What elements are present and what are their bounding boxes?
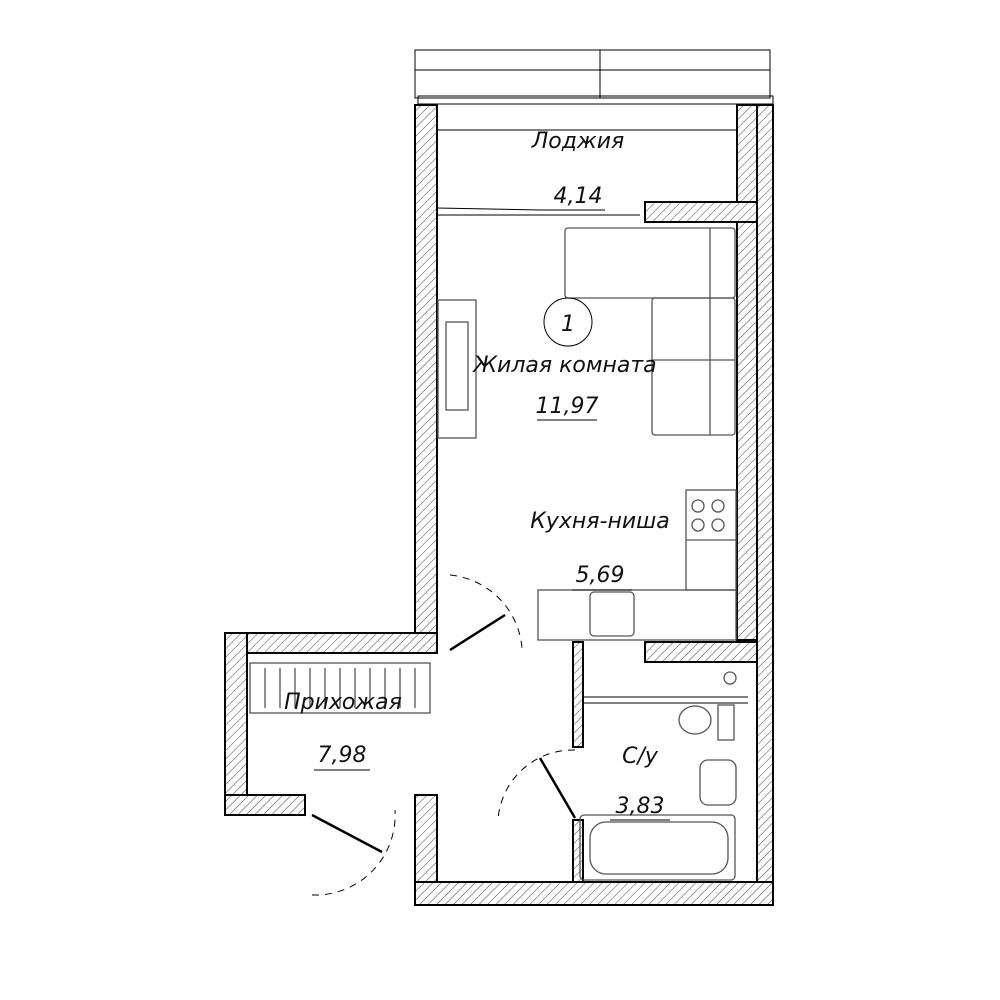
room-marker-number: 1 <box>561 312 575 337</box>
loggia-partition <box>644 201 758 223</box>
toilet-icon <box>678 705 712 735</box>
washbasin-icon <box>699 759 737 806</box>
hall-left-wall <box>224 632 248 816</box>
bath-door-leaf <box>538 757 577 819</box>
living-door-swing <box>449 574 523 649</box>
corner-sofa <box>564 227 736 436</box>
right-inner-wall <box>736 219 758 641</box>
bathtub-icon <box>579 814 736 881</box>
hall-bottom-wall-left <box>224 794 306 816</box>
riser-icon <box>723 671 737 685</box>
hall-top-wall <box>224 632 438 654</box>
room-marker-circle <box>543 297 593 347</box>
bath-door-swing <box>497 749 576 821</box>
loggia-name: Лоджия <box>531 129 625 154</box>
tv-unit <box>437 299 477 439</box>
sink-icon <box>589 591 635 637</box>
hall-area: 7,98 <box>318 743 367 768</box>
living-name: Жилая комната <box>471 353 656 378</box>
bathroom-fixtures <box>579 671 737 881</box>
kitchen-area: 5,69 <box>576 563 625 588</box>
right-outer-wall <box>756 104 774 906</box>
right-inner-wall-top <box>736 104 758 206</box>
loggia-area: 4,14 <box>554 184 603 209</box>
entry-door-swing <box>311 809 396 896</box>
left-wall-upper <box>414 104 438 638</box>
entry-door-leaf <box>311 813 383 854</box>
bath-wall-upper <box>572 641 584 748</box>
bottom-wall <box>414 881 774 906</box>
hall-radiator <box>249 662 431 714</box>
walls <box>224 104 774 906</box>
kitchen-counter <box>537 489 737 641</box>
kitchen-bath-partition <box>644 641 758 663</box>
bath-name: С/у <box>622 744 659 769</box>
kitchen-name: Кухня-ниша <box>530 509 670 534</box>
bath-wall-lower <box>572 819 584 883</box>
living-door-leaf <box>449 613 506 652</box>
living-area: 11,97 <box>536 394 599 419</box>
bath-area: 3,83 <box>616 794 665 819</box>
stove-burner-icon <box>691 499 705 513</box>
doors <box>311 574 577 896</box>
loggia-railing <box>414 49 774 105</box>
hall-name: Прихожая <box>284 690 402 715</box>
